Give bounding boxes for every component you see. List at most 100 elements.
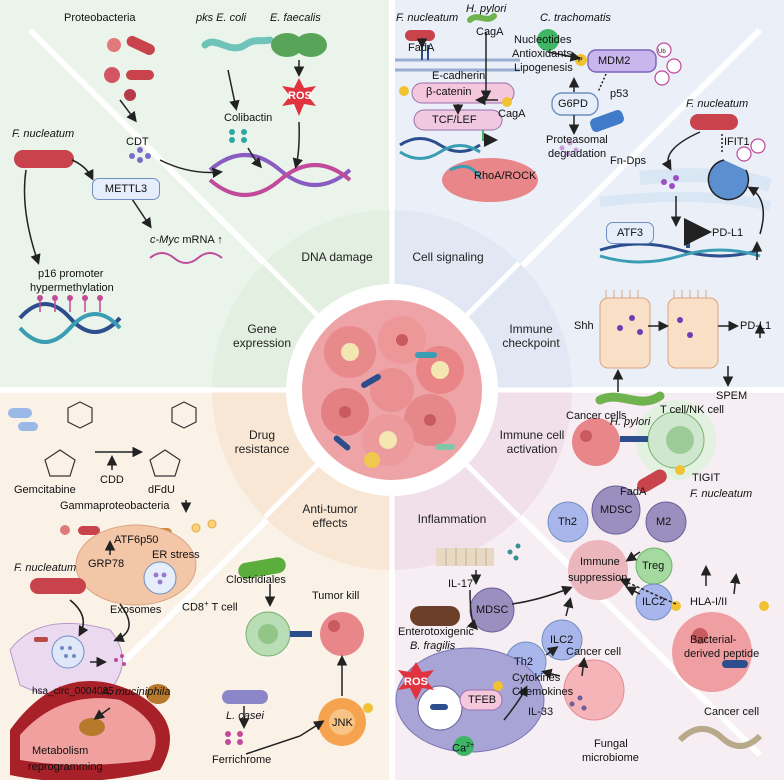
label-ilc2-lower: ILC2: [550, 634, 574, 646]
label-jnk: JNK: [332, 717, 353, 729]
label-cancer-cell-right: Cancer cell: [704, 706, 760, 718]
label-gene-f-nucleatum: F. nucleatum: [12, 128, 75, 140]
label-l-casei: L. casei: [226, 710, 264, 722]
label-check-h-pylori: H. pylori: [610, 416, 651, 428]
drug-resistance-art: [8, 401, 217, 697]
immune-activation-art: [572, 400, 716, 493]
label-c-trachomatis: C. trachomatis: [540, 12, 611, 24]
category-dna-damage: DNA damage: [301, 250, 373, 264]
label-hla: HLA-I/II: [690, 596, 728, 608]
category-inflammation: Inflammation: [417, 512, 487, 526]
category-immune-activation-1: Immune cell: [499, 428, 565, 442]
atf3-box: ATF3: [606, 222, 654, 244]
category-drug-resistance-1: Drug: [248, 428, 275, 442]
label-etbf-1: Enterotoxigenic: [398, 626, 474, 638]
gene-expression-art: [14, 150, 223, 344]
label-il17: IL-17: [448, 578, 474, 590]
label-p16-2: hypermethylation: [30, 282, 114, 294]
label-grp78: GRP78: [88, 558, 125, 570]
label-exosomes: Exosomes: [110, 604, 162, 616]
label-bact-1: Bacterial-: [690, 634, 737, 646]
mettl3-box: METTL3: [92, 178, 160, 200]
label-e-cadherin: E-cadherin: [432, 70, 486, 82]
label-th2-lower: Th2: [514, 656, 533, 668]
label-mdm2: MDM2: [598, 55, 631, 67]
cell-signaling-art: [395, 13, 682, 202]
category-gene-expression-2: expression: [232, 336, 292, 350]
label-activation-fada: FadA: [620, 486, 647, 498]
label-e-faecalis: E. faecalis: [270, 12, 321, 24]
label-caga-2: CagA: [498, 108, 526, 120]
label-cdt: CDT: [126, 136, 149, 148]
label-metab-1: Metabolism: [32, 745, 89, 757]
label-cdd: CDD: [100, 474, 124, 486]
label-activation-f-nucleatum: F. nucleatum: [690, 488, 753, 500]
label-th2-top: Th2: [558, 516, 577, 528]
label-treg: Treg: [642, 560, 665, 572]
label-metab-2: reprogramming: [28, 761, 103, 773]
label-a-muciniphila: A. muciniphila: [102, 686, 171, 698]
category-anti-tumor-1: Anti-tumor: [302, 502, 358, 516]
label-p-mdm2: P: [578, 57, 583, 64]
label-lipogenesis: Lipogenesis: [514, 62, 573, 74]
label-cancer-cell-mid: Cancer cell: [566, 646, 622, 658]
label-circ: hsa_circ_0004085: [32, 686, 114, 697]
category-drug-resistance-2: resistance: [234, 442, 290, 456]
label-colibactin: Colibactin: [224, 112, 273, 124]
dna-damage-art: [104, 33, 352, 197]
label-antioxidants: Antioxidants: [512, 48, 572, 60]
label-rhoa-rock: RhoA/ROCK: [474, 170, 537, 182]
label-cytokines: Cytokines: [512, 672, 561, 684]
label-pd-l1: PD-L1: [712, 227, 744, 239]
label-calcium: Ca2+: [452, 742, 475, 755]
label-cd8-t-cell: CD8+ T cell: [182, 599, 238, 614]
label-beta-catenin: β-catenin: [426, 86, 472, 98]
label-ros: ROS: [288, 90, 312, 102]
label-gemcitabine: Gemcitabine: [14, 484, 76, 496]
label-ilc2-right: ILC2: [642, 596, 666, 608]
label-cmyc: c-Myc mRNA ↑: [150, 234, 223, 246]
label-il33: IL-33: [528, 706, 554, 718]
label-chemokines: Chemokines: [512, 686, 574, 698]
label-cancer-cells: Cancer cells: [566, 410, 627, 422]
label-p16-1: p16 promoter: [38, 268, 104, 280]
label-fungal-2: microbiome: [582, 752, 639, 764]
label-atf6p50: ATF6p50: [114, 534, 159, 546]
label-m2: M2: [656, 516, 672, 528]
label-tfeb: TFEB: [468, 694, 497, 706]
label-nucleotides: Nucleotides: [514, 34, 572, 46]
label-tigit: TIGIT: [692, 472, 721, 484]
label-etbf-2: B. fragilis: [410, 640, 456, 652]
label-mdsc-lower: MDSC: [476, 604, 509, 616]
label-drug-f-nucleatum: F. nucleatum: [14, 562, 77, 574]
label-g6pd: G6PD: [558, 98, 588, 110]
label-proteobacteria: Proteobacteria: [64, 12, 136, 24]
label-spem: SPEM: [716, 390, 748, 402]
label-immune-sup-1: Immune: [580, 556, 620, 568]
central-tumor: [302, 300, 482, 480]
label-prot-1: Proteasomal: [546, 134, 608, 146]
label-mdsc-top: MDSC: [600, 504, 633, 516]
label-ub-1: Ub: [658, 49, 666, 55]
label-check-f-nucleatum: F. nucleatum: [686, 98, 749, 110]
label-tcf-lef: TCF/LEF: [432, 114, 477, 126]
label-pd-l1-2: PD-L1: [740, 320, 772, 332]
label-er-stress: ER stress: [152, 549, 200, 561]
category-immune-checkpoint-1: Immune: [509, 322, 553, 336]
label-bact-2: derived peptide: [684, 648, 760, 660]
category-anti-tumor-2: effects: [312, 516, 348, 530]
category-immune-activation-2: activation: [506, 442, 558, 456]
label-pks-ecoli: pks E. coli: [196, 12, 247, 24]
anti-tumor-art: [10, 557, 373, 780]
category-gene-expression-1: Gene: [247, 322, 277, 336]
label-ferrichrome: Ferrichrome: [212, 754, 272, 766]
label-immune-sup-2: suppression: [568, 572, 628, 584]
label-dfdu: dFdU: [148, 484, 175, 496]
label-inflam-ros: ROS: [404, 676, 428, 688]
label-fn-dps: Fn-Dps: [610, 155, 647, 167]
label-shh: Shh: [574, 320, 594, 332]
label-prot-2: degradation: [548, 148, 607, 160]
label-t-nk-cell: T cell/NK cell: [660, 404, 724, 416]
